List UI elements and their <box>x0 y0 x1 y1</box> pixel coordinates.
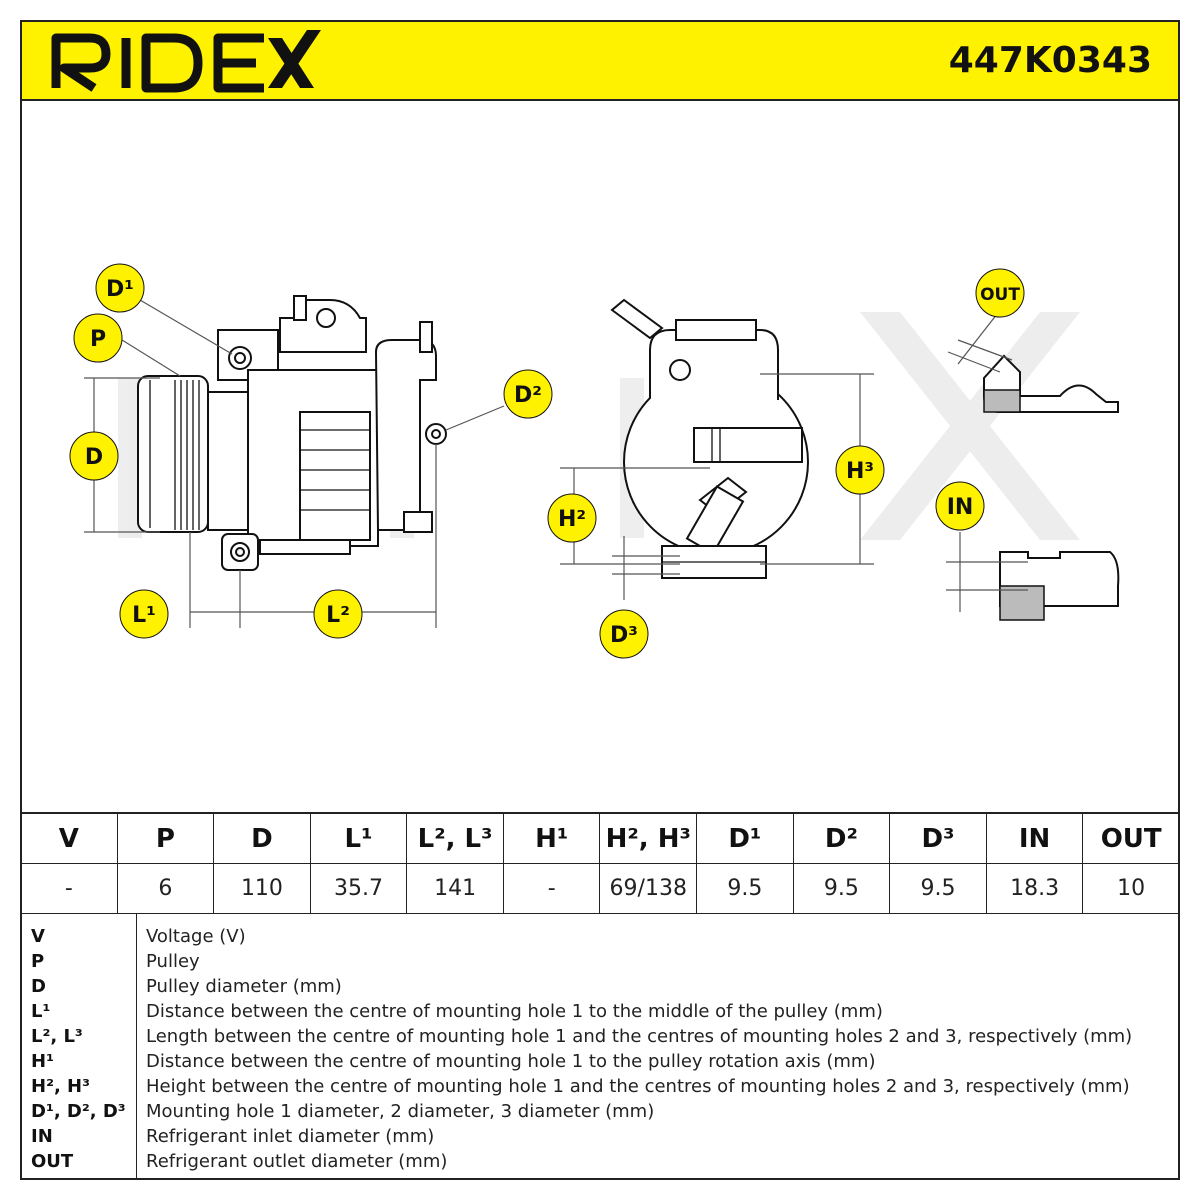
svg-text:D²: D² <box>514 383 542 408</box>
legend-row: D¹, D², D³ Mounting hole 1 diameter, 2 d… <box>22 1101 1178 1126</box>
spec-value-cell: - <box>502 863 601 914</box>
spec-value-cell: 10 <box>1082 863 1180 914</box>
spec-value-cell: 110 <box>213 863 311 914</box>
spec-value-cell: 35.7 <box>309 863 408 914</box>
legend-desc: Height between the centre of mounting ho… <box>146 1076 1130 1097</box>
legend-row: H¹ Distance between the centre of mounti… <box>22 1051 1178 1076</box>
legend-key: L¹ <box>31 1001 51 1022</box>
spec-value-cell: 69/138 <box>599 863 698 914</box>
legend-key: H¹ <box>31 1051 54 1072</box>
spec-header-cell: D <box>213 812 311 864</box>
legend-row: L², L³ Length between the centre of moun… <box>22 1026 1178 1051</box>
svg-text:L²: L² <box>326 603 350 628</box>
legend-key: P <box>31 951 45 972</box>
legend-key: IN <box>31 1126 53 1147</box>
spec-value-cell: 9.5 <box>696 863 794 914</box>
legend-row: H², H³ Height between the centre of moun… <box>22 1076 1178 1101</box>
spec-header-cell: V <box>20 812 118 864</box>
legend-key: D¹, D², D³ <box>31 1101 126 1122</box>
svg-text:H²: H² <box>558 507 586 532</box>
callout-l2: L² <box>313 589 363 639</box>
callout-in: IN <box>935 481 985 531</box>
compressor-front-view <box>610 298 809 579</box>
callout-d: D <box>69 431 119 481</box>
compressor-side-view <box>137 295 447 571</box>
legend-key: OUT <box>31 1151 74 1172</box>
spec-value-cell: 141 <box>406 863 504 914</box>
spec-value-cell: 9.5 <box>792 863 891 914</box>
part-number: 447K0343 <box>948 40 1152 81</box>
legend-key: H², H³ <box>31 1076 91 1097</box>
callout-d2: D² <box>503 369 553 419</box>
spec-header-cell: H¹ <box>502 812 601 864</box>
svg-text:D¹: D¹ <box>106 277 134 302</box>
legend-row: D Pulley diameter (mm) <box>22 976 1178 1001</box>
svg-text:D: D <box>85 445 103 470</box>
callout-d1: D¹ <box>95 263 145 313</box>
spec-header-cell: L¹ <box>309 812 408 864</box>
svg-text:P: P <box>90 327 106 352</box>
spec-header-cell: H², H³ <box>599 812 698 864</box>
svg-text:L¹: L¹ <box>132 603 156 628</box>
legend-desc: Pulley diameter (mm) <box>146 976 342 997</box>
svg-text:D³: D³ <box>610 623 638 648</box>
outlet-detail-view <box>947 299 1119 413</box>
legend-row: P Pulley <box>22 951 1178 976</box>
callout-l1: L¹ <box>119 589 169 639</box>
spec-header-row: V P D L¹ L², L³ H¹ H², H³ D¹ D² D³ IN OU… <box>20 812 1180 864</box>
spec-header-cell: P <box>116 812 215 864</box>
header-bar: 447K0343 <box>20 20 1180 101</box>
spec-table: V P D L¹ L², L³ H¹ H², H³ D¹ D² D³ IN OU… <box>20 812 1180 914</box>
legend-desc: Voltage (V) <box>146 926 246 947</box>
spec-value-cell: - <box>20 863 118 914</box>
spec-value-cell: 18.3 <box>985 863 1084 914</box>
spec-header-cell: D¹ <box>696 812 794 864</box>
legend-key: V <box>31 926 45 947</box>
legend-desc: Distance between the centre of mounting … <box>146 1001 883 1022</box>
ridex-logo <box>51 30 321 93</box>
spec-value-cell: 9.5 <box>889 863 987 914</box>
spec-value-cell: 6 <box>116 863 215 914</box>
legend-key: D <box>31 976 46 997</box>
legend-row: OUT Refrigerant outlet diameter (mm) <box>22 1151 1178 1176</box>
legend-desc: Refrigerant outlet diameter (mm) <box>146 1151 448 1172</box>
callout-p: P <box>73 313 123 363</box>
legend-row: L¹ Distance between the centre of mounti… <box>22 1001 1178 1026</box>
svg-text:H³: H³ <box>846 459 874 484</box>
callout-h2: H² <box>547 493 597 543</box>
spec-value-row: - 6 110 35.7 141 - 69/138 9.5 9.5 9.5 18… <box>20 863 1180 914</box>
legend-desc: Pulley <box>146 951 200 972</box>
spec-header-cell: D² <box>792 812 891 864</box>
legend-key: L², L³ <box>31 1026 83 1047</box>
legend-row: V Voltage (V) <box>22 926 1178 951</box>
legend-desc: Mounting hole 1 diameter, 2 diameter, 3 … <box>146 1101 655 1122</box>
legend-divider <box>136 914 137 1178</box>
spec-header-cell: L², L³ <box>406 812 504 864</box>
spec-header-cell: D³ <box>889 812 987 864</box>
legend-desc: Length between the centre of mounting ho… <box>146 1026 1133 1047</box>
svg-text:IN: IN <box>947 495 974 520</box>
spec-header-cell: IN <box>985 812 1084 864</box>
callout-d3: D³ <box>599 609 649 659</box>
svg-text:OUT: OUT <box>980 285 1020 305</box>
legend-desc: Distance between the centre of mounting … <box>146 1051 876 1072</box>
legend-box: V Voltage (V) P Pulley D Pulley diameter… <box>20 913 1180 1180</box>
legend-row: IN Refrigerant inlet diameter (mm) <box>22 1126 1178 1151</box>
callout-out: OUT <box>975 268 1025 318</box>
inlet-detail-view <box>946 532 1120 621</box>
callout-h3: H³ <box>835 445 885 495</box>
spec-header-cell: OUT <box>1082 812 1180 864</box>
legend-desc: Refrigerant inlet diameter (mm) <box>146 1126 435 1147</box>
technical-drawing: D¹ P D D² L¹ L² H² H³ D³ OUT IN <box>69 263 1120 659</box>
